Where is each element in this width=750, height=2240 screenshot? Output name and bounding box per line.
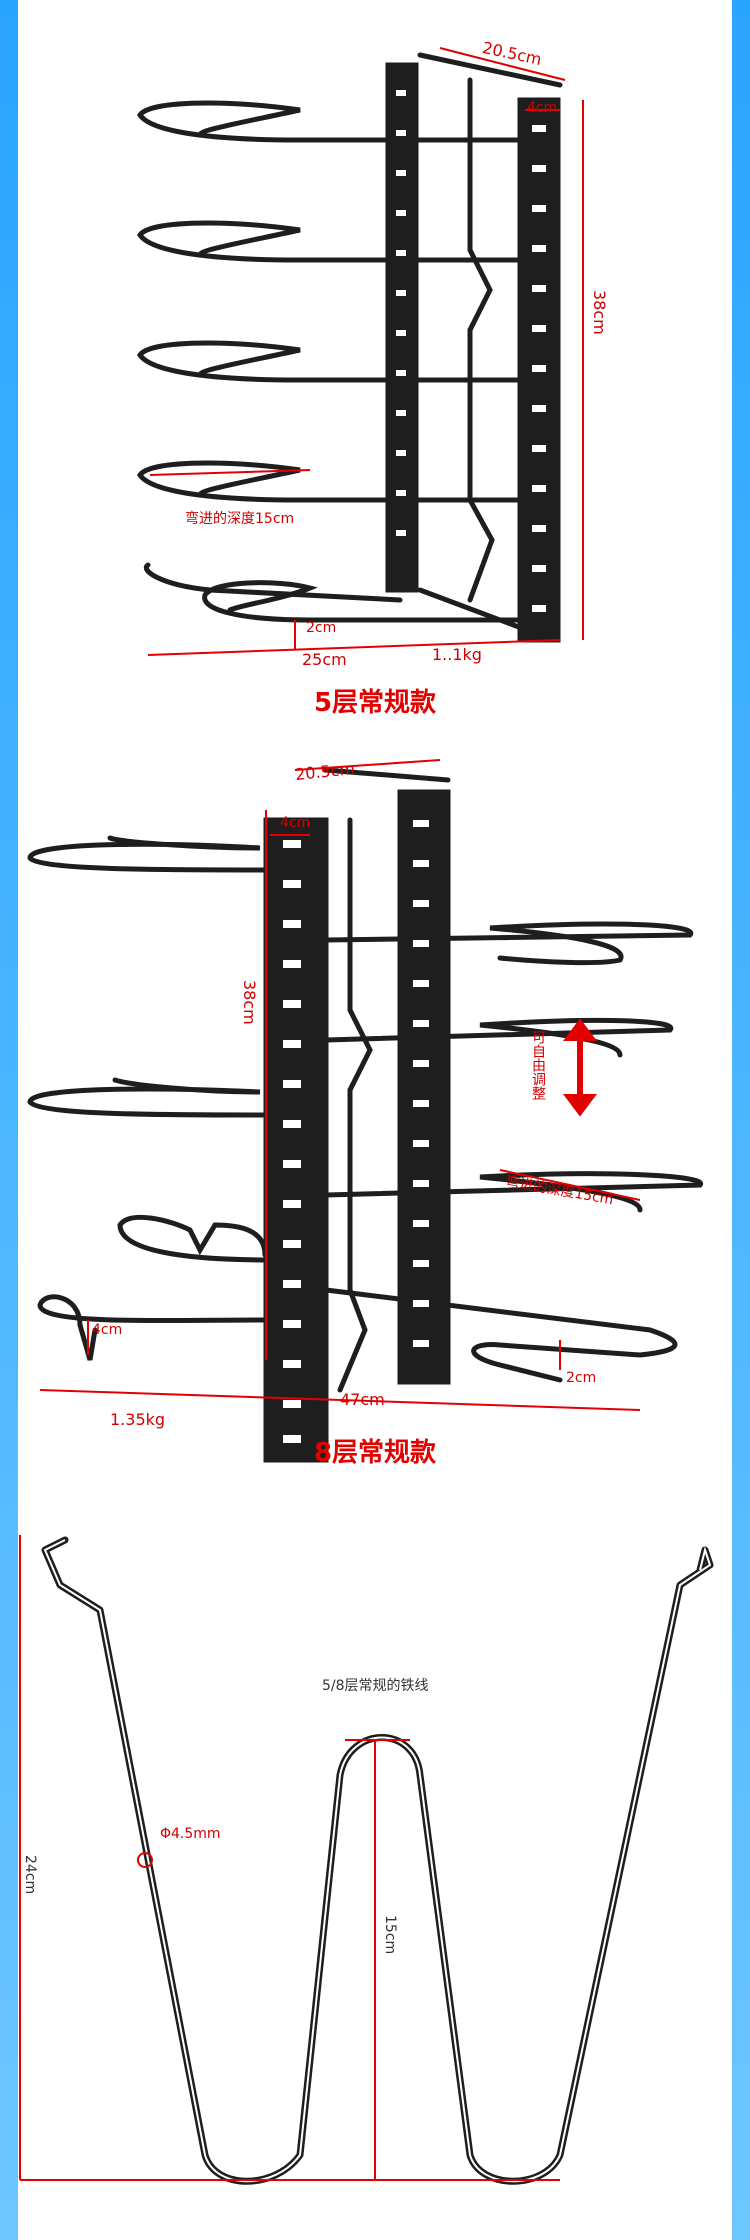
inner-height-label: 15cm <box>382 1915 398 1955</box>
gap-label: 4cm <box>527 100 558 116</box>
notch-label: 2cm <box>306 620 337 636</box>
frame-slots <box>283 820 429 1443</box>
weight-label: 1..1kg <box>432 645 482 664</box>
notch-left-label: 4cm <box>92 1322 123 1338</box>
rack-8-tier-illustration <box>27 759 703 1463</box>
panel2-caption: 8层常规款 <box>313 1438 437 1468</box>
adjust-label: 可自由调整 <box>530 1030 546 1100</box>
panel-8-tier-rack: 20.5cm 4cm 38cm 可自由调整 弯进的深度15cm 4cm 2cm … <box>0 730 750 1490</box>
panel1-caption: 5层常规款 <box>313 688 437 718</box>
diameter-label: Φ4.5mm <box>160 1826 221 1842</box>
wire-arm-shape <box>41 1536 714 2185</box>
depth-label: 弯进的深度15cm <box>185 511 295 527</box>
total-height-label: 24cm <box>22 1855 38 1895</box>
panel-5-tier-rack: 20.5cm 4cm 38cm 弯进的深度15cm 2cm 25cm 1..1k… <box>0 0 750 730</box>
rack-5-tier-illustration <box>136 47 584 656</box>
frame-slots <box>396 90 546 612</box>
height-label: 38cm <box>590 290 609 335</box>
weight-label: 1.35kg <box>110 1410 166 1429</box>
right-blue-border <box>732 0 750 2240</box>
wire-title: 5/8层常规的铁线 <box>322 1678 429 1694</box>
panel-wire-detail: 5/8层常规的铁线 24cm 15cm Φ4.5mm <box>0 1490 750 2240</box>
length-label: 25cm <box>302 650 347 669</box>
length-label: 47cm <box>340 1390 385 1409</box>
wire-arm-illustration <box>19 1535 714 2185</box>
gap-label: 4cm <box>280 815 311 831</box>
height-label: 38cm <box>240 980 259 1025</box>
notch-right-label: 2cm <box>566 1370 597 1386</box>
diameter-marker <box>137 1852 153 1868</box>
left-blue-border <box>0 0 18 2240</box>
